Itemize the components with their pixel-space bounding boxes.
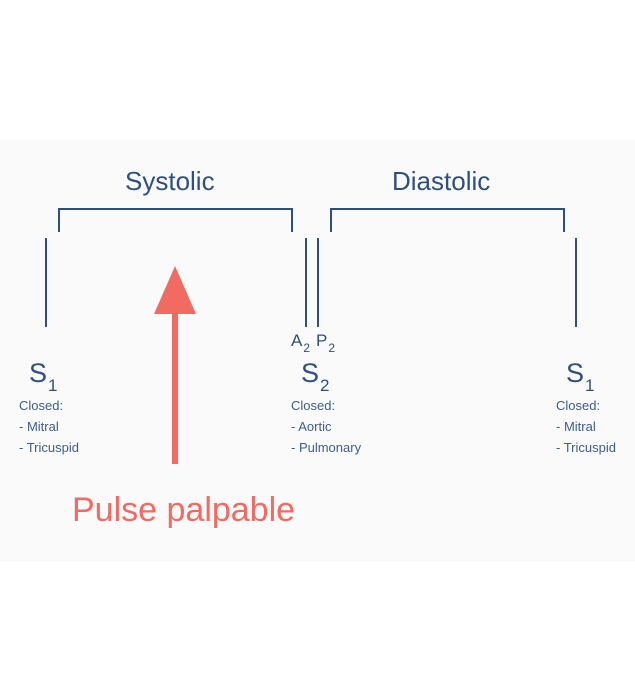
s1-left-valve-tricuspid: - Tricuspid — [19, 440, 79, 455]
s1-left-valve-mitral: - Mitral — [19, 419, 59, 434]
pulse-palpable-label: Pulse palpable — [72, 491, 296, 529]
p2-subscript: 2 — [328, 341, 336, 355]
p2-letter: P — [316, 331, 328, 350]
diastolic-label: Diastolic — [392, 166, 491, 196]
s2-label: S2 — [301, 358, 330, 395]
s1-right-subscript: 1 — [585, 376, 595, 395]
s2-valve-aortic: - Aortic — [291, 419, 332, 434]
s1-right-valve-tricuspid: - Tricuspid — [556, 440, 616, 455]
a2-letter: A — [291, 331, 303, 350]
diagram-background — [0, 140, 635, 562]
s1-right-letter: S — [566, 358, 585, 388]
s2-subscript: 2 — [320, 376, 330, 395]
s1-left-closed-label: Closed: — [19, 398, 64, 413]
s1-left-subscript: 1 — [48, 376, 58, 395]
s2-closed-label: Closed: — [291, 398, 336, 413]
s1-right-label: S1 — [566, 358, 595, 395]
s1-left-letter: S — [29, 358, 48, 388]
a2-subscript: 2 — [303, 341, 311, 355]
s2-valve-pulmonary: - Pulmonary — [291, 440, 362, 455]
systolic-label: Systolic — [125, 166, 215, 196]
s1-right-closed-label: Closed: — [556, 398, 601, 413]
systolic-bracket — [58, 208, 293, 232]
s1-left-label: S1 — [29, 358, 58, 395]
p2-label: P2 — [316, 332, 335, 354]
a2-label: A2 — [291, 332, 310, 354]
diastolic-bracket — [330, 208, 565, 232]
pulse-arrow-head — [154, 266, 196, 314]
s2-letter: S — [301, 358, 320, 388]
s1-right-valve-mitral: - Mitral — [556, 419, 596, 434]
